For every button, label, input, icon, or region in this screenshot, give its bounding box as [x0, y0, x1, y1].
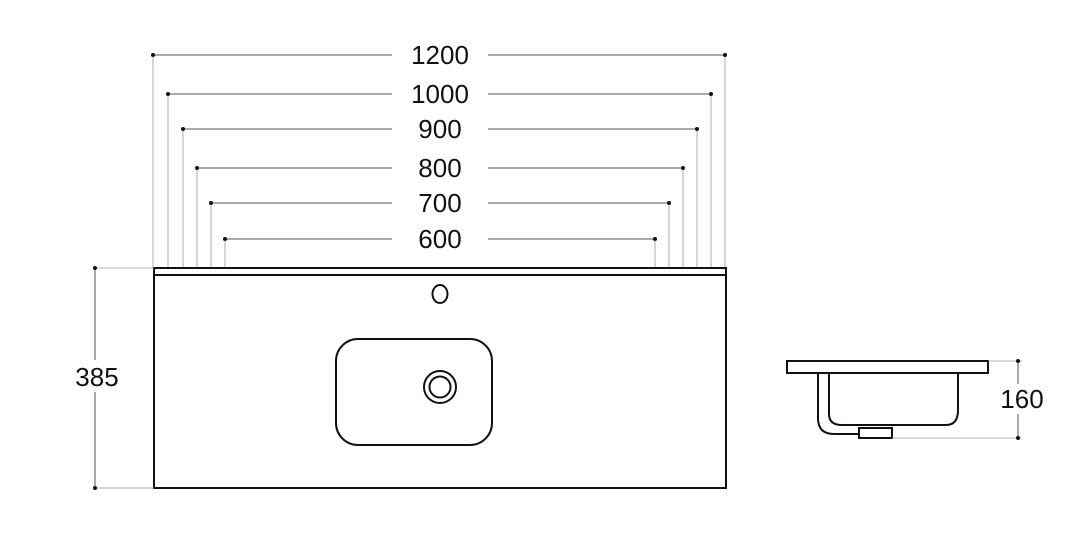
depth-label: 160 — [1000, 384, 1043, 414]
basin-bowl — [335, 338, 493, 446]
side-drain — [858, 427, 893, 439]
width-label: 800 — [418, 153, 461, 183]
drain-outer — [423, 370, 457, 404]
height-dimension: 385 — [64, 266, 154, 490]
side-bowl-outer — [817, 373, 860, 435]
dimension-endpoint — [151, 53, 155, 57]
dimension-endpoint — [166, 92, 170, 96]
vanity-top-outline — [153, 267, 727, 489]
drain-inner — [428, 375, 452, 399]
height-label: 385 — [75, 362, 118, 392]
side-bowl-inner — [828, 373, 959, 426]
width-label: 1200 — [411, 40, 469, 70]
dimension-endpoint — [195, 166, 199, 170]
side-top-slab — [786, 360, 989, 374]
dimension-endpoint — [681, 166, 685, 170]
width-label: 900 — [418, 114, 461, 144]
dimension-endpoint — [667, 201, 671, 205]
width-label: 1000 — [411, 79, 469, 109]
width-label: 700 — [418, 188, 461, 218]
width-label: 600 — [418, 224, 461, 254]
dimension-endpoint — [723, 53, 727, 57]
dimension-endpoint — [223, 237, 227, 241]
tap-hole — [431, 284, 449, 304]
side-view: 160 — [786, 359, 1051, 440]
dimension-endpoint — [695, 127, 699, 131]
dimension-endpoint — [709, 92, 713, 96]
front-view — [153, 267, 727, 489]
width-dimension-lines: 1200 1000 900 800 700 600 — [151, 39, 727, 268]
dimension-endpoint — [181, 127, 185, 131]
dimension-endpoint — [653, 237, 657, 241]
dimension-endpoint — [209, 201, 213, 205]
